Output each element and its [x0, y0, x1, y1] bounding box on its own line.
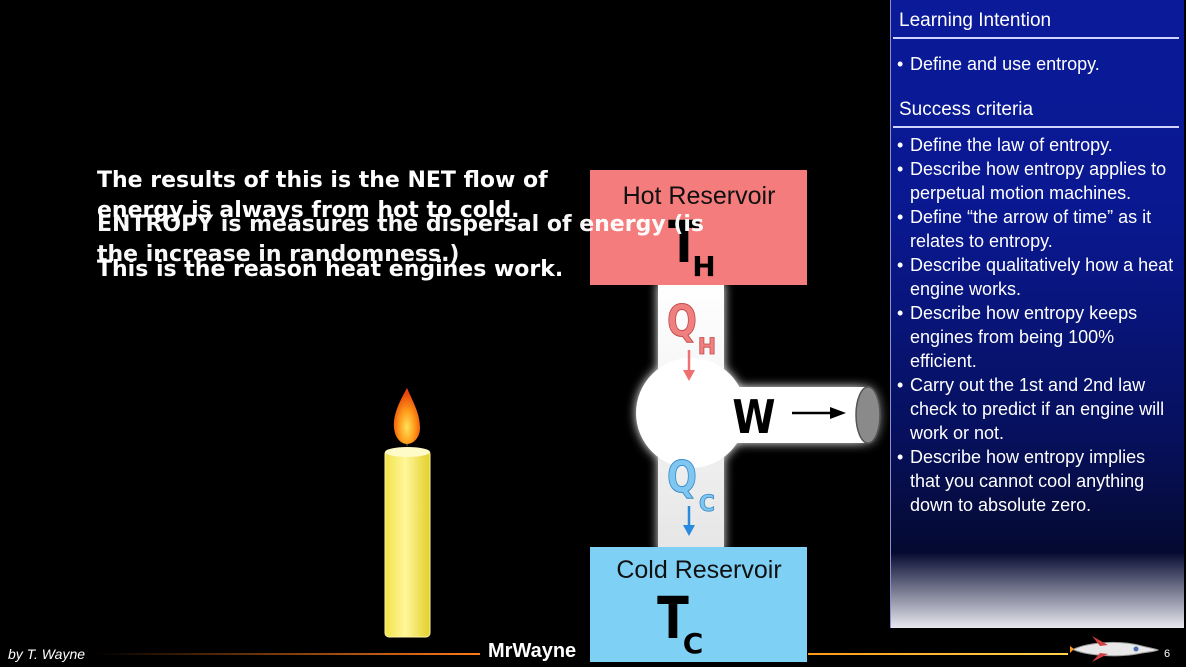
hot-reservoir	[590, 170, 807, 285]
qh-symbol: Q	[667, 296, 697, 347]
qh-subscript: H	[698, 335, 716, 360]
list-item: Describe how entropy keeps engines from …	[897, 301, 1179, 373]
flame-icon	[393, 388, 420, 444]
qc-arrow-icon	[683, 506, 695, 536]
learning-intention-list: Define and use entropy.	[897, 52, 1179, 76]
page-number: 6	[1164, 648, 1171, 660]
rocket-icon	[1070, 636, 1160, 662]
qc-subscript: C	[699, 492, 715, 517]
brand-name: MrWayne	[488, 640, 577, 662]
qc-symbol: Q	[667, 452, 697, 503]
entropy-definition-text: ENTROPY is measures the dispersal of ene…	[97, 212, 705, 267]
candle	[384, 388, 431, 638]
work-arrow-icon	[792, 407, 846, 419]
success-criteria-list: Define the law of entropy. Describe how …	[897, 133, 1179, 517]
net-flow-text: The results of this is the NET flow of e…	[97, 168, 548, 223]
list-item: Describe how entropy implies that you ca…	[897, 445, 1179, 517]
cold-temp-symbol: T	[657, 585, 689, 652]
cold-reservoir-label: Cold Reservoir	[616, 556, 781, 584]
candle-top	[385, 447, 430, 457]
work-pipe	[700, 387, 868, 443]
footer-line	[808, 653, 1068, 655]
work-symbol: W	[732, 391, 775, 445]
work-pipe-end	[855, 386, 881, 444]
list-item: Define “the arrow of time” as it relates…	[897, 205, 1179, 253]
hot-temp-subscript: H	[692, 250, 715, 283]
success-criteria-heading: Success criteria	[899, 99, 1034, 120]
hot-reservoir-label: Hot Reservoir	[623, 182, 776, 210]
heat-engine-reason-text: This is the reason heat engines work.	[97, 257, 564, 282]
footer-line	[95, 653, 480, 655]
author-credit: by T. Wayne	[8, 646, 86, 662]
qh-arrow-icon	[683, 350, 695, 381]
cold-temp-subscript: C	[683, 627, 704, 660]
candle-body	[384, 449, 431, 638]
learning-intention-heading: Learning Intention	[899, 10, 1052, 31]
engine	[636, 282, 881, 552]
divider	[893, 37, 1179, 39]
hot-temp-symbol: T	[668, 209, 700, 276]
list-item: Define the law of entropy.	[897, 133, 1179, 157]
list-item: Describe how entropy applies to perpetua…	[897, 157, 1179, 205]
list-item: Carry out the 1st and 2nd law check to p…	[897, 373, 1179, 445]
learning-panel: Learning Intention Define and use entrop…	[890, 0, 1184, 628]
list-item: Describe qualitatively how a heat engine…	[897, 253, 1179, 301]
cold-reservoir	[590, 547, 807, 662]
divider	[893, 126, 1179, 128]
list-item: Define and use entropy.	[897, 52, 1179, 76]
